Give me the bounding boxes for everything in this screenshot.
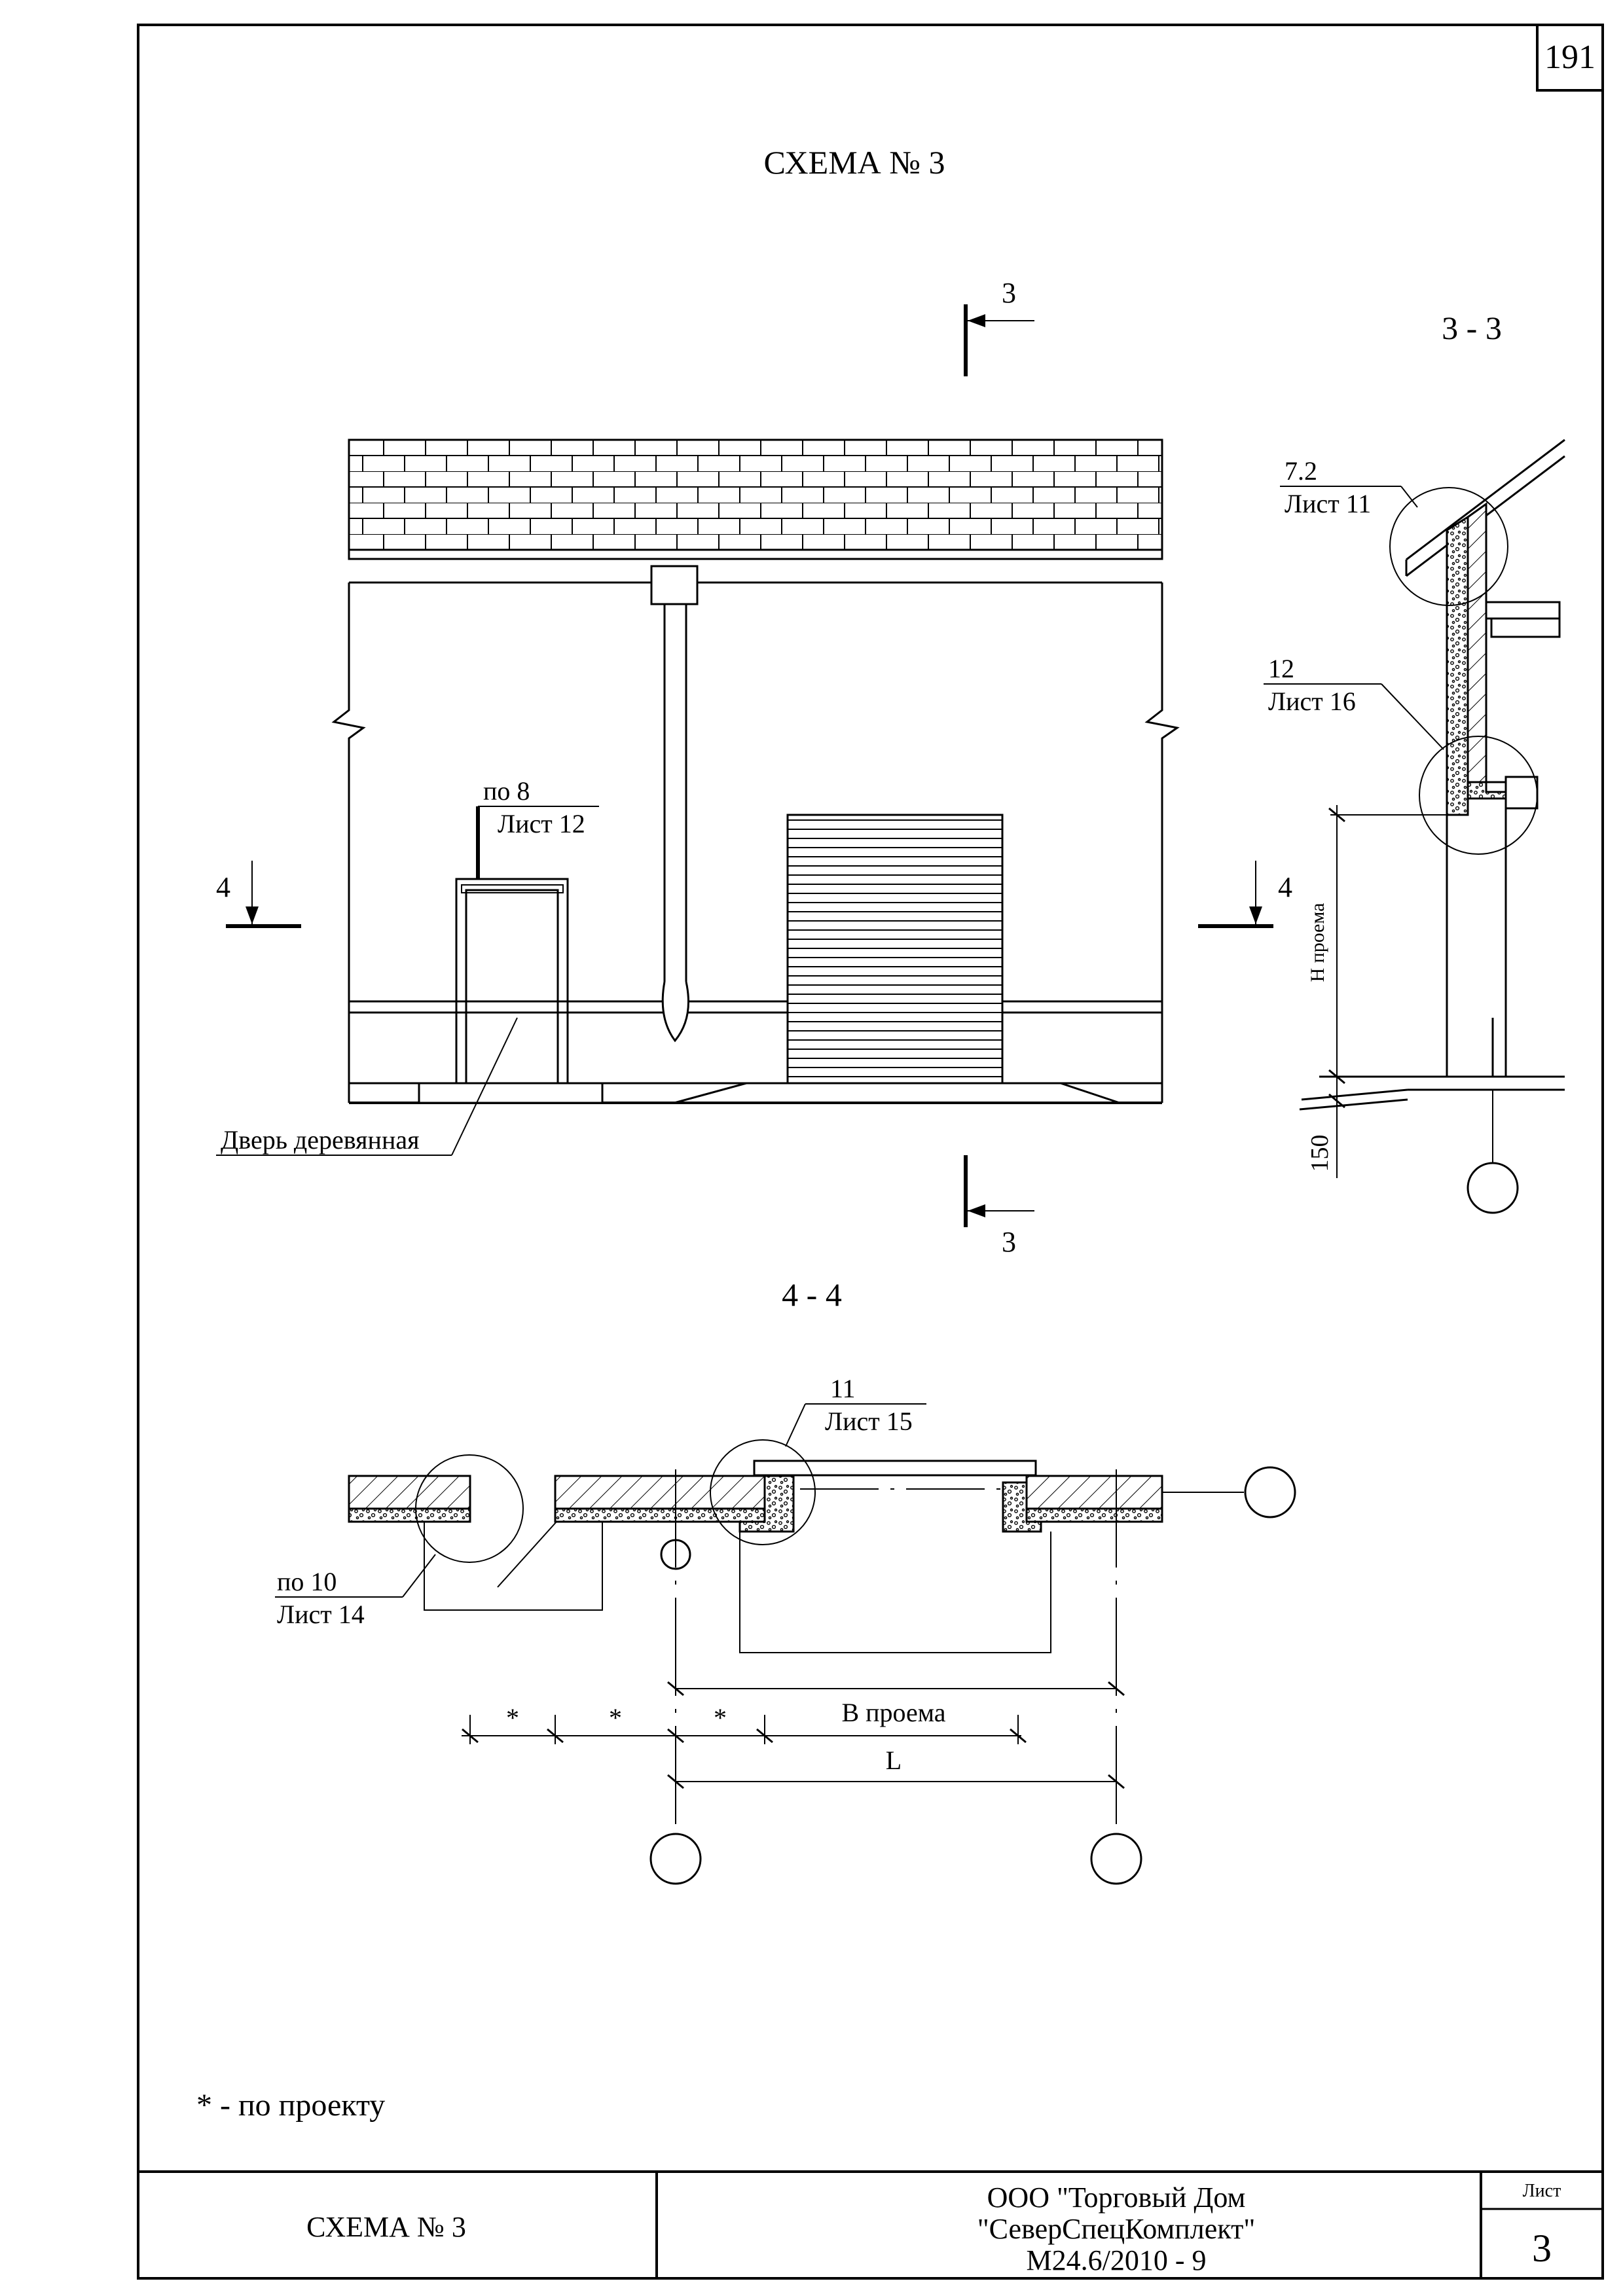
section-4-4: 4 - 4 11 Лист 15: [275, 1276, 1296, 1885]
detail-circle-7-2: [1389, 487, 1508, 606]
stamp-sheet-number: 3: [1532, 2227, 1552, 2270]
callout-7-2-num: 7.2: [1285, 456, 1317, 486]
callout-11-sheet: Лист 15: [825, 1407, 913, 1436]
stamp-title: СХЕМА № 3: [306, 2211, 466, 2243]
section-mark-right-label: 4: [1278, 871, 1292, 903]
stamp-sheet-label: Лист: [1523, 2181, 1561, 2201]
roller-shutter: [786, 814, 1004, 1085]
callout-12-num: 12: [1268, 654, 1294, 683]
axis-bubble-left: [649, 1833, 702, 1885]
dim-height: Н проема: [1307, 903, 1328, 982]
downpipe: [650, 565, 699, 1043]
callout-10-num: по 10: [277, 1567, 337, 1596]
section-mark-3-top: 3: [964, 277, 1034, 376]
section-mark-4-left: 4: [216, 861, 301, 928]
callout-11-num: 11: [830, 1374, 856, 1403]
callout-door-detail: по 8 Лист 12: [476, 776, 599, 879]
section-mark-left-label: 4: [216, 871, 230, 903]
wall-insulation: [1446, 515, 1469, 816]
door-label: Дверь деревянная: [221, 1125, 420, 1155]
dim-star-2: *: [609, 1703, 622, 1732]
axis-bubble-side: [1244, 1466, 1296, 1518]
detail-circle-11: [710, 1439, 816, 1545]
shutter-box-plan: [753, 1460, 1037, 1477]
callout-10-sheet: Лист 14: [277, 1600, 365, 1629]
dim-opening: В проема: [841, 1698, 945, 1727]
roof-fascia: [348, 548, 1163, 560]
callout-7-2-sheet: Лист 11: [1285, 489, 1371, 518]
callout-door-sheet: Лист 12: [498, 809, 585, 838]
roof-tiles: [348, 439, 1163, 551]
wooden-door: [418, 878, 604, 1104]
stamp-code: М24.6/2010 - 9: [1027, 2244, 1207, 2276]
callout-door-num: по 8: [483, 776, 530, 806]
dim-star-3: *: [714, 1703, 727, 1732]
section-mark-bottom-label: 3: [1002, 1226, 1016, 1258]
detail-circle-12: [1419, 736, 1538, 855]
title-block: СХЕМА № 3 ООО "Торговый Дом "СеверСпецКо…: [138, 2170, 1603, 2278]
axis-bubble-right: [1090, 1833, 1142, 1885]
right-wall-edge: [1144, 583, 1180, 1103]
wall-structure: [1467, 502, 1487, 783]
dim-150: 150: [1306, 1135, 1334, 1172]
stamp-company-2: "СеверСпецКомплект": [977, 2213, 1256, 2245]
section-mark-4-right: 4: [1198, 861, 1292, 928]
callout-12-sheet: Лист 16: [1268, 687, 1356, 716]
scheme-title: СХЕМА № 3: [764, 144, 945, 181]
detail-circle-10: [415, 1454, 524, 1563]
frame: 191: [137, 24, 1604, 2280]
ramp: [674, 1082, 1120, 1104]
section-4-4-title: 4 - 4: [782, 1276, 842, 1313]
page-number: 191: [1544, 39, 1596, 76]
section-3-3: 3 - 3 Н проема 150: [1264, 310, 1565, 1214]
dim-star-1: *: [506, 1703, 519, 1732]
section-3-3-title: 3 - 3: [1442, 310, 1502, 346]
footnote: * - по проекту: [196, 2088, 385, 2123]
left-wall-edge: [331, 583, 366, 1103]
section-mark-top-label: 3: [1002, 277, 1016, 309]
door-label-callout: Дверь деревянная: [216, 1017, 518, 1156]
stamp-company-1: ООО "Торговый Дом: [987, 2181, 1246, 2214]
dim-L: L: [886, 1746, 902, 1775]
axis-bubble: [1467, 1162, 1519, 1214]
section-mark-3-bottom: 3: [964, 1155, 1034, 1258]
building-elevation: по 8 Лист 12 Дверь деревянная 3 3 4: [216, 277, 1292, 1258]
